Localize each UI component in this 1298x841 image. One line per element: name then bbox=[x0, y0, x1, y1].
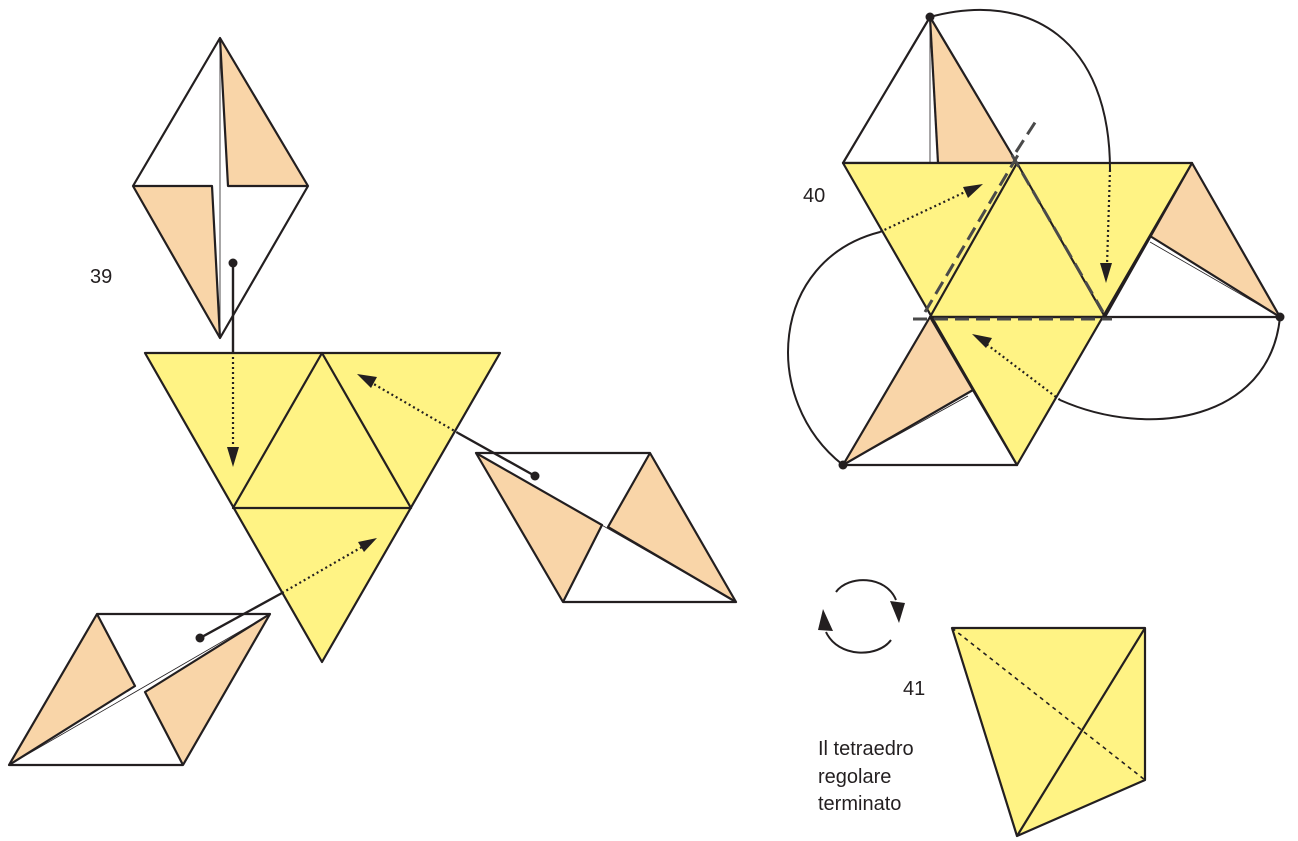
top-flap bbox=[841, 15, 1019, 165]
step-39-diagram: 39 bbox=[7, 36, 738, 767]
fold-guides bbox=[913, 120, 1112, 321]
step-41-label: 41 bbox=[903, 678, 925, 700]
insert-arrow-left bbox=[195, 538, 377, 643]
step-40-diagram: 40 bbox=[787, 8, 1285, 470]
insert-arrow-top bbox=[227, 258, 239, 467]
step-41-diagram: 41 Il tetraedro regolare terminato bbox=[818, 579, 1147, 838]
fold-arrows bbox=[879, 169, 1112, 401]
top-unit bbox=[131, 36, 310, 340]
caption-line-2: regolare bbox=[818, 766, 891, 788]
right-unit bbox=[474, 451, 738, 604]
tetrahedron bbox=[950, 626, 1147, 838]
central-triangle bbox=[143, 351, 502, 664]
caption: Il tetraedro regolare terminato bbox=[818, 738, 914, 815]
rotate-arrows-icon bbox=[818, 579, 905, 654]
step-39-label: 39 bbox=[90, 266, 112, 288]
step-40-label: 40 bbox=[803, 185, 825, 207]
insert-arrow-right bbox=[357, 374, 540, 481]
wrap-curves bbox=[787, 8, 1285, 470]
left-unit bbox=[7, 612, 272, 767]
caption-line-3: terminato bbox=[818, 793, 901, 815]
caption-line-1: Il tetraedro bbox=[818, 738, 914, 760]
